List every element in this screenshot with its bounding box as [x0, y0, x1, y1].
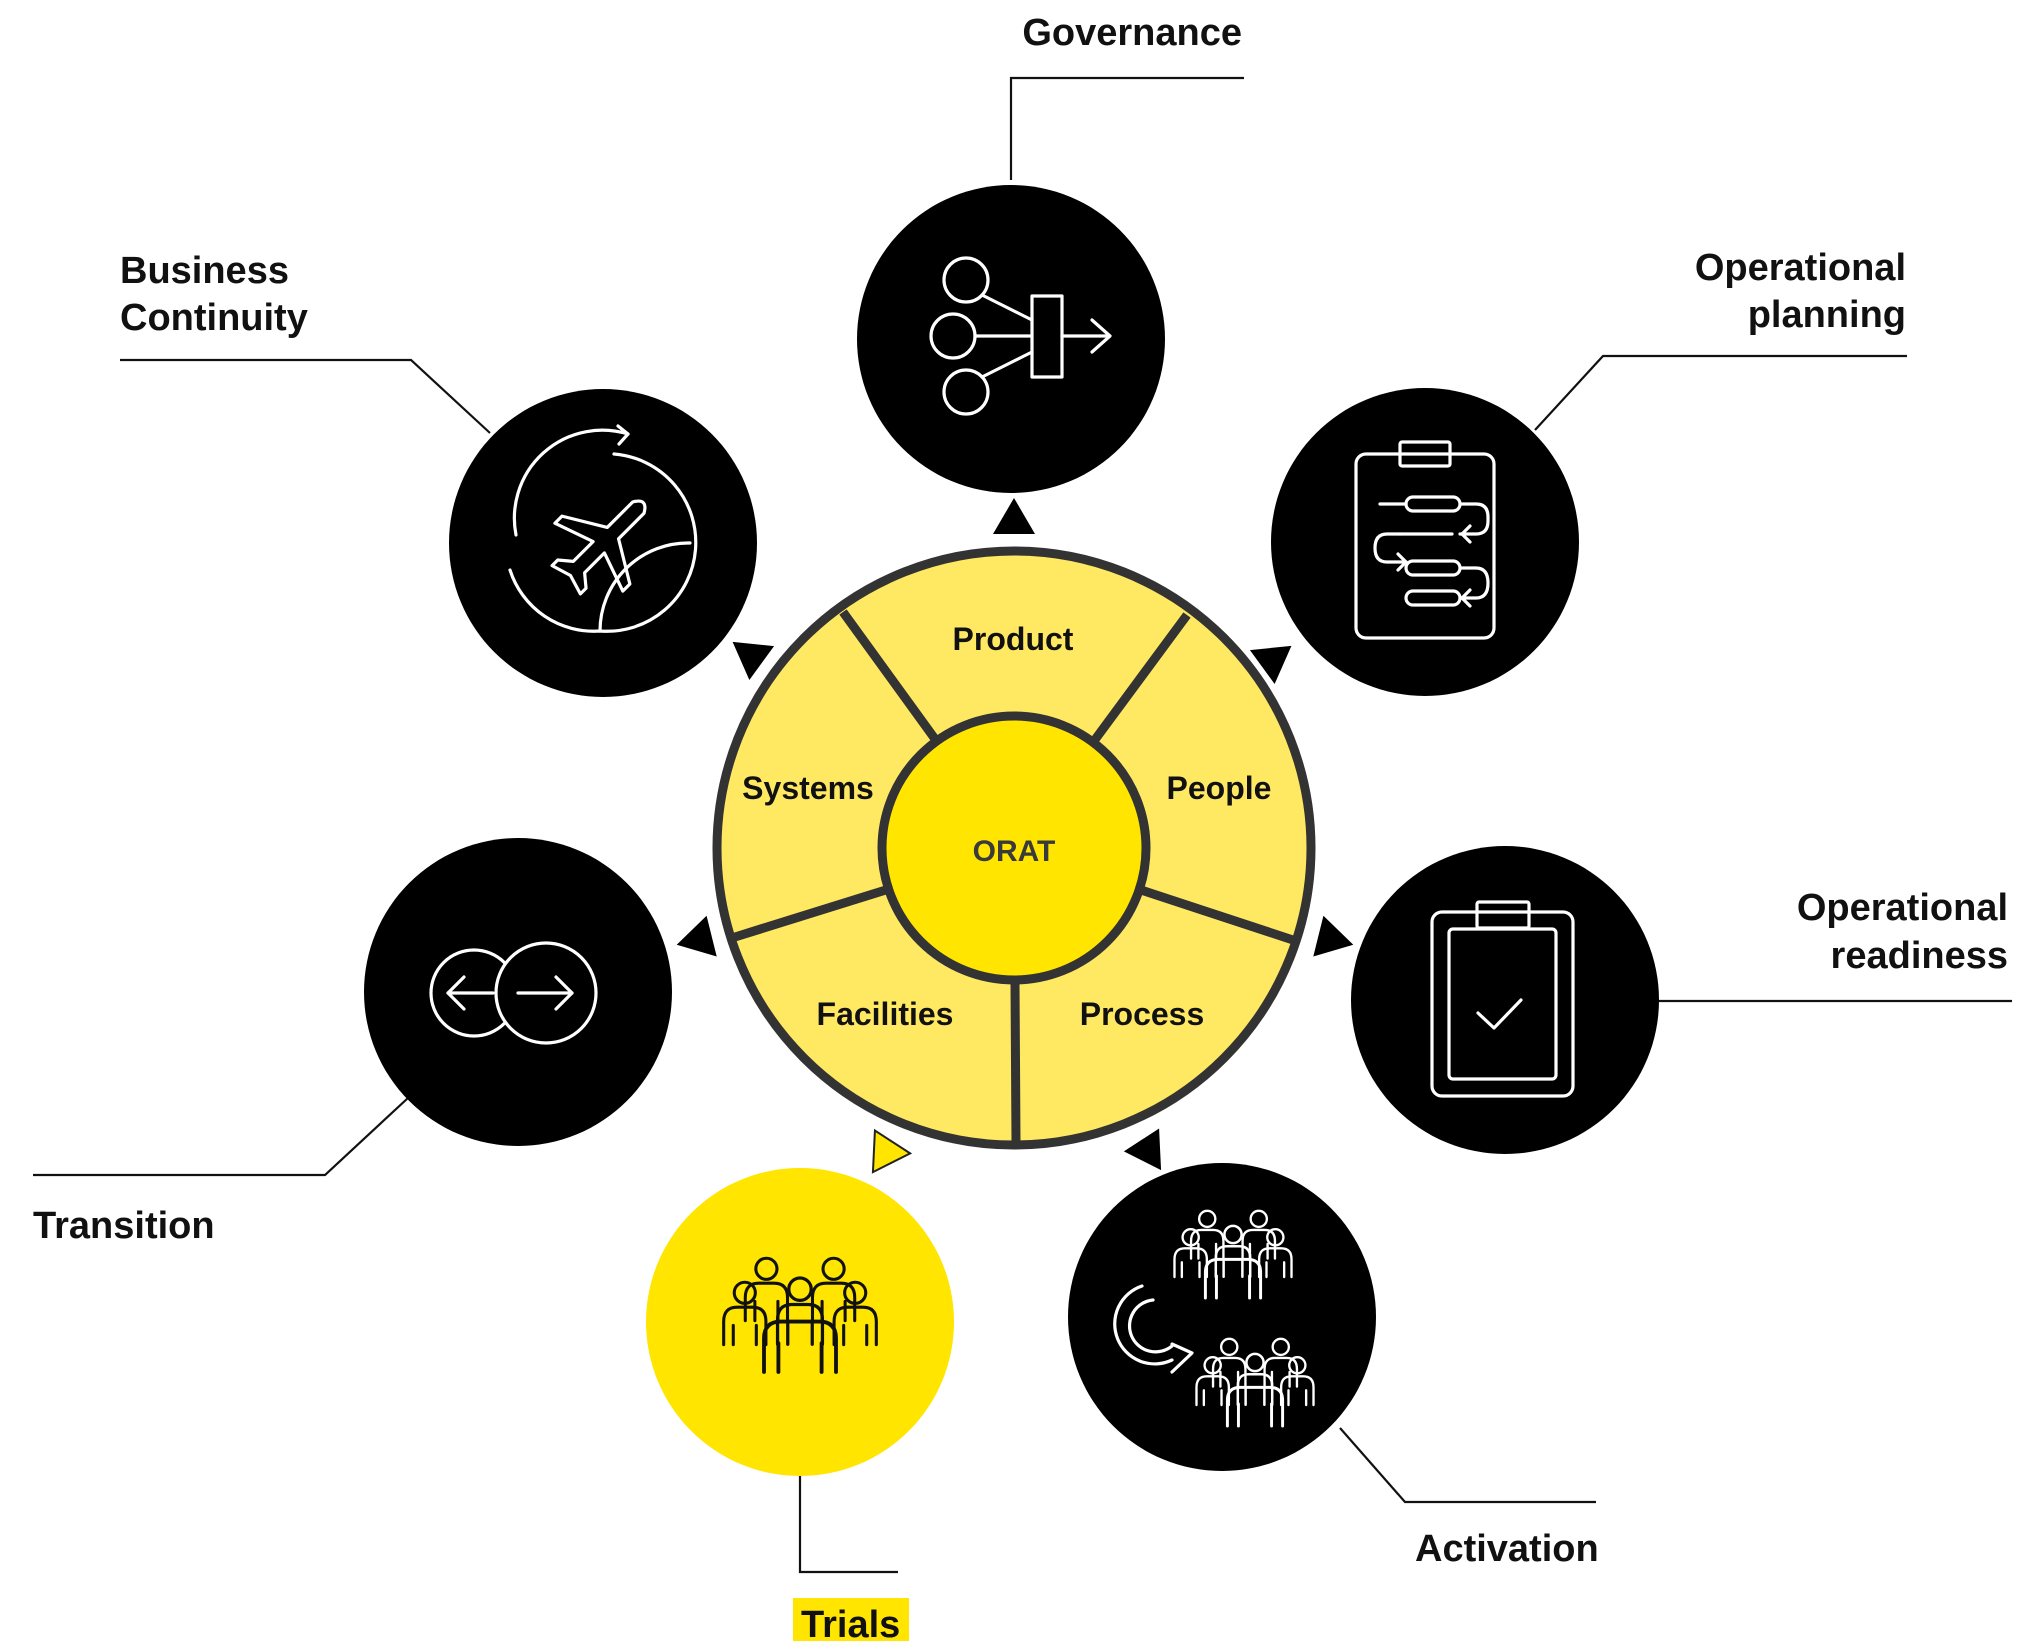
- operational-readiness-label-line2: readiness: [1831, 935, 2008, 977]
- team-rotate-icon: [1113, 1211, 1314, 1426]
- activation-pointer: [1123, 1128, 1162, 1171]
- trials-node[interactable]: Trials: [646, 1168, 954, 1641]
- clipboard-flow-icon: [1354, 440, 1496, 640]
- operational-planning-leader: [1534, 354, 1907, 431]
- governance-circle: [857, 185, 1165, 493]
- business-continuity-leader: [120, 358, 491, 434]
- operational-readiness-node[interactable]: Operational readiness: [1351, 846, 2008, 1154]
- activation-leader: [1339, 1427, 1596, 1504]
- operational-readiness-label-line1: Operational: [1797, 887, 2008, 929]
- business-continuity-circle: [449, 389, 757, 697]
- wheel-divider-systems-product: [839, 609, 939, 742]
- business-continuity-pointer: [732, 641, 775, 681]
- governance-node[interactable]: Governance: [857, 12, 1242, 493]
- trials-leader: [798, 1476, 898, 1574]
- airplane-cycle-icon: [508, 424, 698, 633]
- arrows-left-right-icon: [429, 941, 598, 1045]
- operational-planning-pointer: [1249, 645, 1292, 685]
- transition-label: Transition: [33, 1205, 215, 1247]
- governance-pointer: [993, 498, 1035, 534]
- wheel-divider-product-people: [1090, 612, 1191, 744]
- segment-product[interactable]: Product: [953, 621, 1074, 657]
- business-continuity-label-line2: Continuity: [120, 297, 308, 339]
- segment-systems[interactable]: Systems: [742, 770, 874, 806]
- operational-planning-node[interactable]: Operational planning: [1271, 247, 1906, 696]
- transition-pointer: [676, 915, 717, 957]
- operational-readiness-circle: [1351, 846, 1659, 1154]
- wheel-divider-facilities-systems: [733, 884, 891, 942]
- segment-people[interactable]: People: [1167, 770, 1272, 806]
- business-continuity-node[interactable]: Business Continuity: [120, 250, 757, 697]
- segment-process[interactable]: Process: [1080, 996, 1205, 1032]
- segment-facilities[interactable]: Facilities: [817, 996, 954, 1032]
- operational-planning-circle: [1271, 388, 1579, 696]
- business-continuity-label-line1: Business: [120, 250, 289, 292]
- activation-label: Activation: [1415, 1528, 1599, 1570]
- wheel-divider-people-process: [1139, 885, 1298, 946]
- orat-wheel: ORAT Product People Process Facilities S…: [712, 546, 1316, 1150]
- trials-label: Trials: [801, 1604, 900, 1641]
- activation-node[interactable]: Activation: [1068, 1163, 1599, 1570]
- transition-leader: [33, 1097, 409, 1177]
- trials-pointer[interactable]: [855, 1128, 913, 1183]
- flow-merge-icon: [929, 256, 1112, 416]
- operational-planning-label-line2: planning: [1748, 294, 1906, 336]
- orat-hub[interactable]: [877, 711, 1151, 985]
- transition-node[interactable]: Transition: [33, 838, 672, 1247]
- operational-planning-label-line1: Operational: [1695, 247, 1906, 289]
- clipboard-check-icon: [1430, 900, 1575, 1098]
- governance-leader: [1009, 76, 1244, 180]
- governance-label: Governance: [1022, 12, 1242, 54]
- trials-label-highlight: [793, 1598, 909, 1641]
- wheel-divider-process-facilities: [1010, 982, 1021, 1143]
- orat-hub-label: ORAT: [973, 835, 1056, 868]
- operational-readiness-pointer: [1313, 915, 1354, 957]
- activation-circle: [1068, 1163, 1376, 1471]
